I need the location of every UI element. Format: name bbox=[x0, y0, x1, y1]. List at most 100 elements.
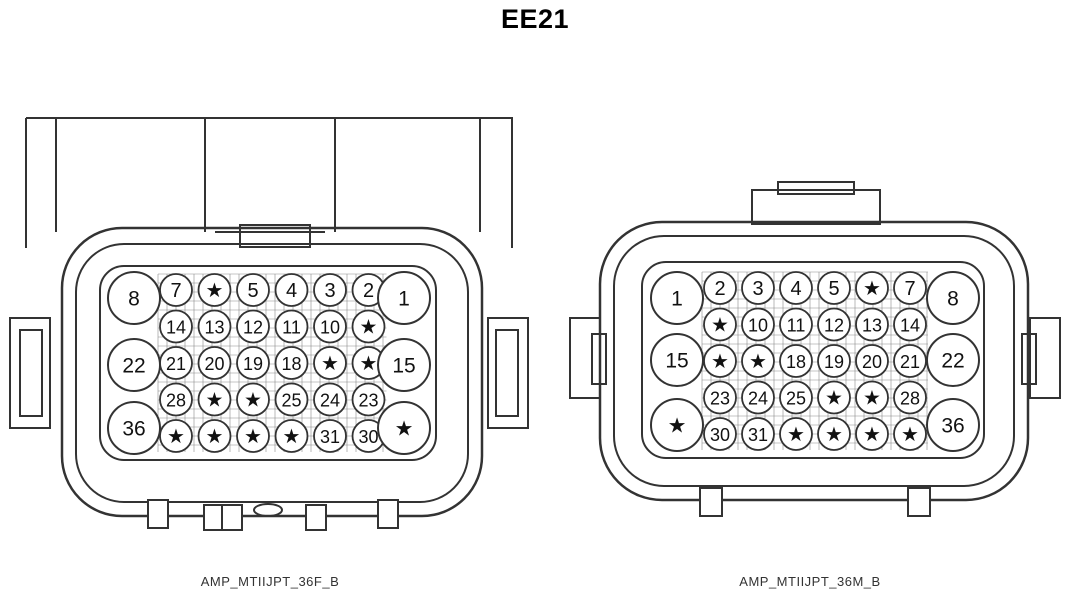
pin: 25 bbox=[274, 382, 309, 417]
pin-label: 28 bbox=[166, 391, 186, 411]
pin: ★ bbox=[197, 382, 232, 417]
pin-label: 19 bbox=[243, 354, 263, 374]
pin-label: ★ bbox=[283, 426, 301, 448]
big-pin-label: 22 bbox=[122, 355, 145, 378]
top-tab bbox=[751, 189, 881, 225]
pin: 3 bbox=[313, 273, 347, 307]
pin-label: ★ bbox=[787, 424, 805, 446]
pin: 13 bbox=[197, 309, 232, 344]
big-pin: 36 bbox=[107, 401, 161, 455]
pin-label: 14 bbox=[166, 318, 186, 338]
big-pin-label: ★ bbox=[395, 418, 414, 441]
pin-label: 10 bbox=[320, 318, 340, 338]
pin: 10 bbox=[741, 307, 775, 342]
big-pin: ★ bbox=[650, 398, 704, 452]
pin: ★ bbox=[855, 380, 889, 415]
big-pin: 1 bbox=[650, 271, 704, 325]
pin-label: 11 bbox=[282, 318, 301, 338]
pin-label: ★ bbox=[711, 315, 729, 337]
pin: 31 bbox=[741, 417, 775, 451]
pin: ★ bbox=[236, 419, 270, 453]
pin: ★ bbox=[236, 382, 270, 417]
pin: 25 bbox=[779, 380, 813, 415]
pin-label: ★ bbox=[206, 426, 224, 448]
big-pin: 22 bbox=[926, 333, 980, 387]
pin-label: 31 bbox=[320, 427, 340, 447]
big-pin: ★ bbox=[377, 401, 431, 455]
pin: 19 bbox=[236, 346, 270, 380]
pin: 20 bbox=[855, 344, 889, 378]
pin: ★ bbox=[817, 417, 851, 451]
pin-label: 13 bbox=[204, 318, 224, 338]
big-pin: 8 bbox=[926, 271, 980, 325]
pin-label: 30 bbox=[358, 427, 378, 447]
pin-label: 11 bbox=[787, 316, 806, 336]
pin: ★ bbox=[703, 307, 737, 342]
diagram-title: EE21 bbox=[500, 4, 570, 34]
pin-label: 10 bbox=[748, 316, 768, 336]
big-pin-label: ★ bbox=[668, 415, 687, 438]
side-latch-right bbox=[1029, 317, 1061, 399]
pin-label: ★ bbox=[206, 280, 224, 302]
big-pin: 15 bbox=[377, 338, 431, 392]
pin: 14 bbox=[159, 309, 193, 344]
big-pin: 8 bbox=[107, 271, 161, 325]
pin-label: 18 bbox=[786, 352, 806, 372]
pin: 11 bbox=[779, 307, 813, 342]
connector-body bbox=[598, 220, 1030, 502]
pin-label: ★ bbox=[711, 351, 729, 373]
pin: ★ bbox=[313, 346, 347, 380]
pin: 4 bbox=[274, 273, 309, 307]
big-pin-label: 36 bbox=[122, 418, 145, 441]
pin-label: 31 bbox=[748, 425, 768, 445]
pin-label: 20 bbox=[862, 352, 882, 372]
pin: 20 bbox=[197, 346, 232, 380]
pin: 21 bbox=[159, 346, 193, 380]
big-pin: 15 bbox=[650, 333, 704, 387]
pin: 18 bbox=[779, 344, 813, 378]
big-pin: 36 bbox=[926, 398, 980, 452]
pin: ★ bbox=[779, 417, 813, 451]
big-pin-label: 22 bbox=[941, 350, 964, 373]
pin-label: ★ bbox=[901, 424, 919, 446]
big-pin: 1 bbox=[377, 271, 431, 325]
pin-label: 24 bbox=[320, 391, 340, 411]
connector-label-female: AMP_MTIIJPT_36F_B bbox=[200, 574, 340, 589]
side-latch-right bbox=[487, 317, 529, 429]
pin: ★ bbox=[893, 417, 927, 451]
pin-label: ★ bbox=[206, 390, 224, 412]
pin: 30 bbox=[351, 419, 386, 453]
pin: 24 bbox=[313, 382, 347, 417]
pin: 10 bbox=[313, 309, 347, 344]
pin-label: 4 bbox=[790, 278, 801, 300]
pin: ★ bbox=[703, 344, 737, 378]
pin: ★ bbox=[351, 309, 386, 344]
pin: 23 bbox=[351, 382, 386, 417]
pin-label: ★ bbox=[244, 426, 262, 448]
pin-label: 18 bbox=[281, 354, 301, 374]
pin-label: 19 bbox=[824, 352, 844, 372]
pin-label: 25 bbox=[786, 389, 806, 409]
pin: ★ bbox=[741, 344, 775, 378]
big-pin-label: 1 bbox=[671, 288, 683, 311]
connector-label-male: AMP_MTIIJPT_36M_B bbox=[739, 574, 881, 589]
pin-label: ★ bbox=[863, 424, 881, 446]
pin: 5 bbox=[817, 271, 851, 305]
pin: ★ bbox=[817, 380, 851, 415]
pin: 12 bbox=[817, 307, 851, 342]
pin: 19 bbox=[817, 344, 851, 378]
pin: 21 bbox=[893, 344, 927, 378]
pin: 2 bbox=[703, 271, 737, 305]
side-latch-left bbox=[569, 317, 601, 399]
pin: 30 bbox=[703, 417, 737, 451]
pin-label: 4 bbox=[286, 280, 297, 302]
pin: 5 bbox=[236, 273, 270, 307]
pin-label: 28 bbox=[900, 389, 920, 409]
big-pin-label: 15 bbox=[392, 355, 415, 378]
housing-outline bbox=[25, 117, 513, 248]
pin-label: 21 bbox=[900, 352, 920, 372]
pin-label: 30 bbox=[710, 425, 730, 445]
pin-label: 5 bbox=[828, 278, 839, 300]
pin: ★ bbox=[197, 419, 232, 453]
